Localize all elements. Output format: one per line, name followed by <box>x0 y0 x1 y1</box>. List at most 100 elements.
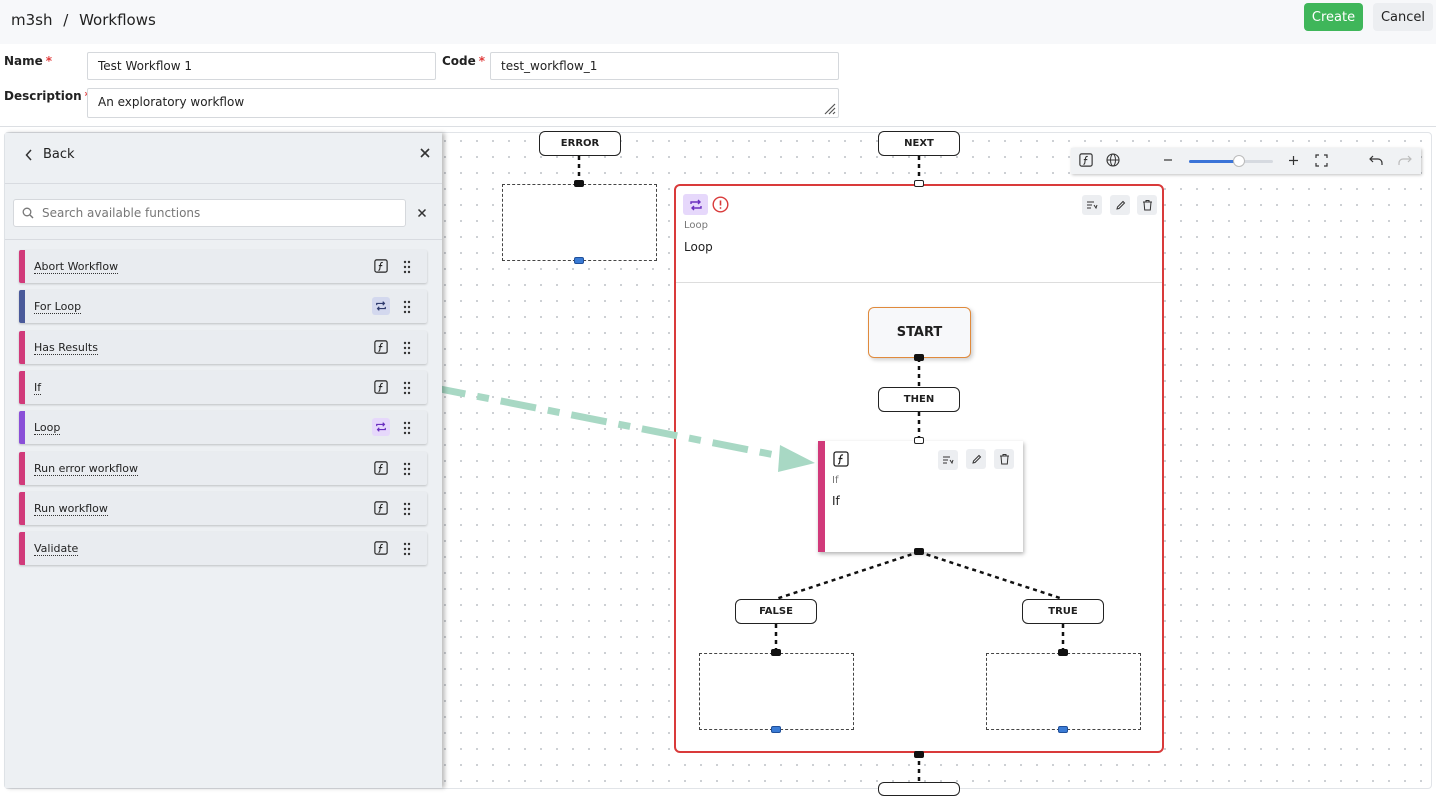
if-node[interactable]: If If <box>818 441 1023 552</box>
if-node-color-bar <box>818 441 825 552</box>
node-settings-button[interactable] <box>1082 195 1102 215</box>
connector-handle[interactable] <box>771 649 781 656</box>
function-color-bar <box>19 370 25 404</box>
function-color-bar <box>19 330 25 364</box>
connector-handle[interactable] <box>771 726 781 733</box>
create-button[interactable]: Create <box>1304 3 1363 31</box>
node-delete-button[interactable] <box>1137 195 1157 215</box>
false-edge-label[interactable]: FALSE <box>735 599 817 624</box>
connector-handle[interactable] <box>1058 726 1068 733</box>
breadcrumb-page[interactable]: Workflows <box>79 11 156 29</box>
function-icon <box>372 459 390 477</box>
breadcrumb-separator: / <box>63 11 69 29</box>
function-item[interactable]: Has Results <box>19 330 427 364</box>
clear-search-button[interactable] <box>409 199 435 227</box>
connector-handle[interactable] <box>914 180 924 187</box>
node-name-label: Loop <box>684 240 713 254</box>
back-button[interactable]: Back <box>25 147 75 162</box>
function-icon <box>372 257 390 275</box>
function-icon <box>372 499 390 517</box>
loop-node-divider <box>676 282 1162 283</box>
connector-handle[interactable] <box>914 354 924 361</box>
function-icon <box>372 338 390 356</box>
breadcrumb-root[interactable]: m3sh <box>11 11 53 29</box>
function-label: Run workflow <box>34 501 108 516</box>
canvas-toolbar <box>1071 148 1421 174</box>
fullscreen-icon[interactable] <box>1315 154 1328 167</box>
zoom-slider-fill <box>1189 160 1240 163</box>
connector-handle[interactable] <box>914 751 924 758</box>
function-item[interactable]: Validate <box>19 532 427 566</box>
drag-handle-icon[interactable] <box>403 259 411 278</box>
connector-handle[interactable] <box>914 437 924 444</box>
drag-handle-icon[interactable] <box>403 420 411 439</box>
function-color-bar <box>19 411 25 445</box>
function-icon[interactable] <box>1079 153 1093 167</box>
top-bar: m3sh / Workflows Create Cancel <box>0 0 1436 44</box>
close-icon <box>417 208 427 218</box>
zoom-in-icon[interactable] <box>1288 155 1299 166</box>
chevron-left-icon <box>25 148 32 161</box>
node-type-label: Loop <box>684 220 708 231</box>
function-icon <box>372 378 390 396</box>
node-settings-button[interactable] <box>938 450 958 470</box>
cancel-button[interactable]: Cancel <box>1373 3 1433 31</box>
function-label: For Loop <box>34 300 82 315</box>
drag-handle-icon[interactable] <box>403 380 411 399</box>
function-item[interactable]: If <box>19 370 427 404</box>
node-edit-button[interactable] <box>1110 195 1130 215</box>
zoom-slider-knob[interactable] <box>1233 155 1246 167</box>
function-label: Run error workflow <box>34 461 138 476</box>
drag-handle-icon[interactable] <box>403 461 411 480</box>
function-item[interactable]: Loop <box>19 411 427 445</box>
node-name-label: If <box>832 494 840 508</box>
function-item[interactable]: For Loop <box>19 290 427 324</box>
name-field[interactable]: Test Workflow 1 <box>87 52 436 80</box>
connector-handle[interactable] <box>574 180 584 187</box>
next-edge-label[interactable]: NEXT <box>878 131 960 156</box>
description-value: An exploratory workflow <box>98 95 245 109</box>
start-node[interactable]: START <box>868 307 971 358</box>
loop-icon <box>683 194 708 215</box>
close-icon[interactable] <box>417 145 433 161</box>
code-label: Code* <box>442 54 486 68</box>
undo-icon[interactable] <box>1369 155 1383 166</box>
function-color-bar <box>19 491 25 525</box>
false-drop-zone[interactable] <box>699 653 854 730</box>
function-search-input[interactable]: Search available functions <box>13 199 406 227</box>
true-drop-zone[interactable] <box>986 653 1141 730</box>
connector-handle[interactable] <box>914 548 924 555</box>
description-field[interactable]: An exploratory workflow <box>87 88 839 118</box>
drag-handle-icon[interactable] <box>403 501 411 520</box>
function-label: Has Results <box>34 340 98 355</box>
function-label: Abort Workflow <box>34 260 119 274</box>
function-item[interactable]: Run error workflow <box>19 451 427 485</box>
error-drop-zone[interactable] <box>502 184 657 261</box>
next-edge-label-bottom[interactable] <box>878 782 960 796</box>
drag-handle-icon[interactable] <box>403 299 411 318</box>
drag-handle-icon[interactable] <box>403 541 411 560</box>
name-label: Name* <box>4 54 53 68</box>
redo-icon[interactable] <box>1398 155 1412 166</box>
error-edge-label[interactable]: ERROR <box>539 131 621 156</box>
connector-handle[interactable] <box>574 257 584 264</box>
function-color-bar <box>19 532 25 566</box>
function-icon <box>833 451 849 467</box>
function-label: Validate <box>34 542 79 557</box>
true-edge-label[interactable]: TRUE <box>1022 599 1104 624</box>
drag-handle-icon[interactable] <box>403 340 411 359</box>
function-color-bar <box>19 250 25 283</box>
resize-handle-icon[interactable] <box>822 101 836 115</box>
function-item[interactable]: Run workflow <box>19 491 427 525</box>
connector-handle[interactable] <box>1058 649 1068 656</box>
zoom-out-icon[interactable] <box>1163 155 1173 165</box>
function-color-bar <box>19 290 25 324</box>
back-label: Back <box>43 147 75 162</box>
node-delete-button[interactable] <box>994 449 1014 469</box>
code-field[interactable]: test_workflow_1 <box>490 52 839 80</box>
then-edge-label[interactable]: THEN <box>878 387 960 412</box>
node-edit-button[interactable] <box>966 449 986 469</box>
loop-icon <box>372 297 390 316</box>
globe-icon[interactable] <box>1106 153 1120 167</box>
function-item[interactable]: Abort Workflow <box>19 250 427 283</box>
